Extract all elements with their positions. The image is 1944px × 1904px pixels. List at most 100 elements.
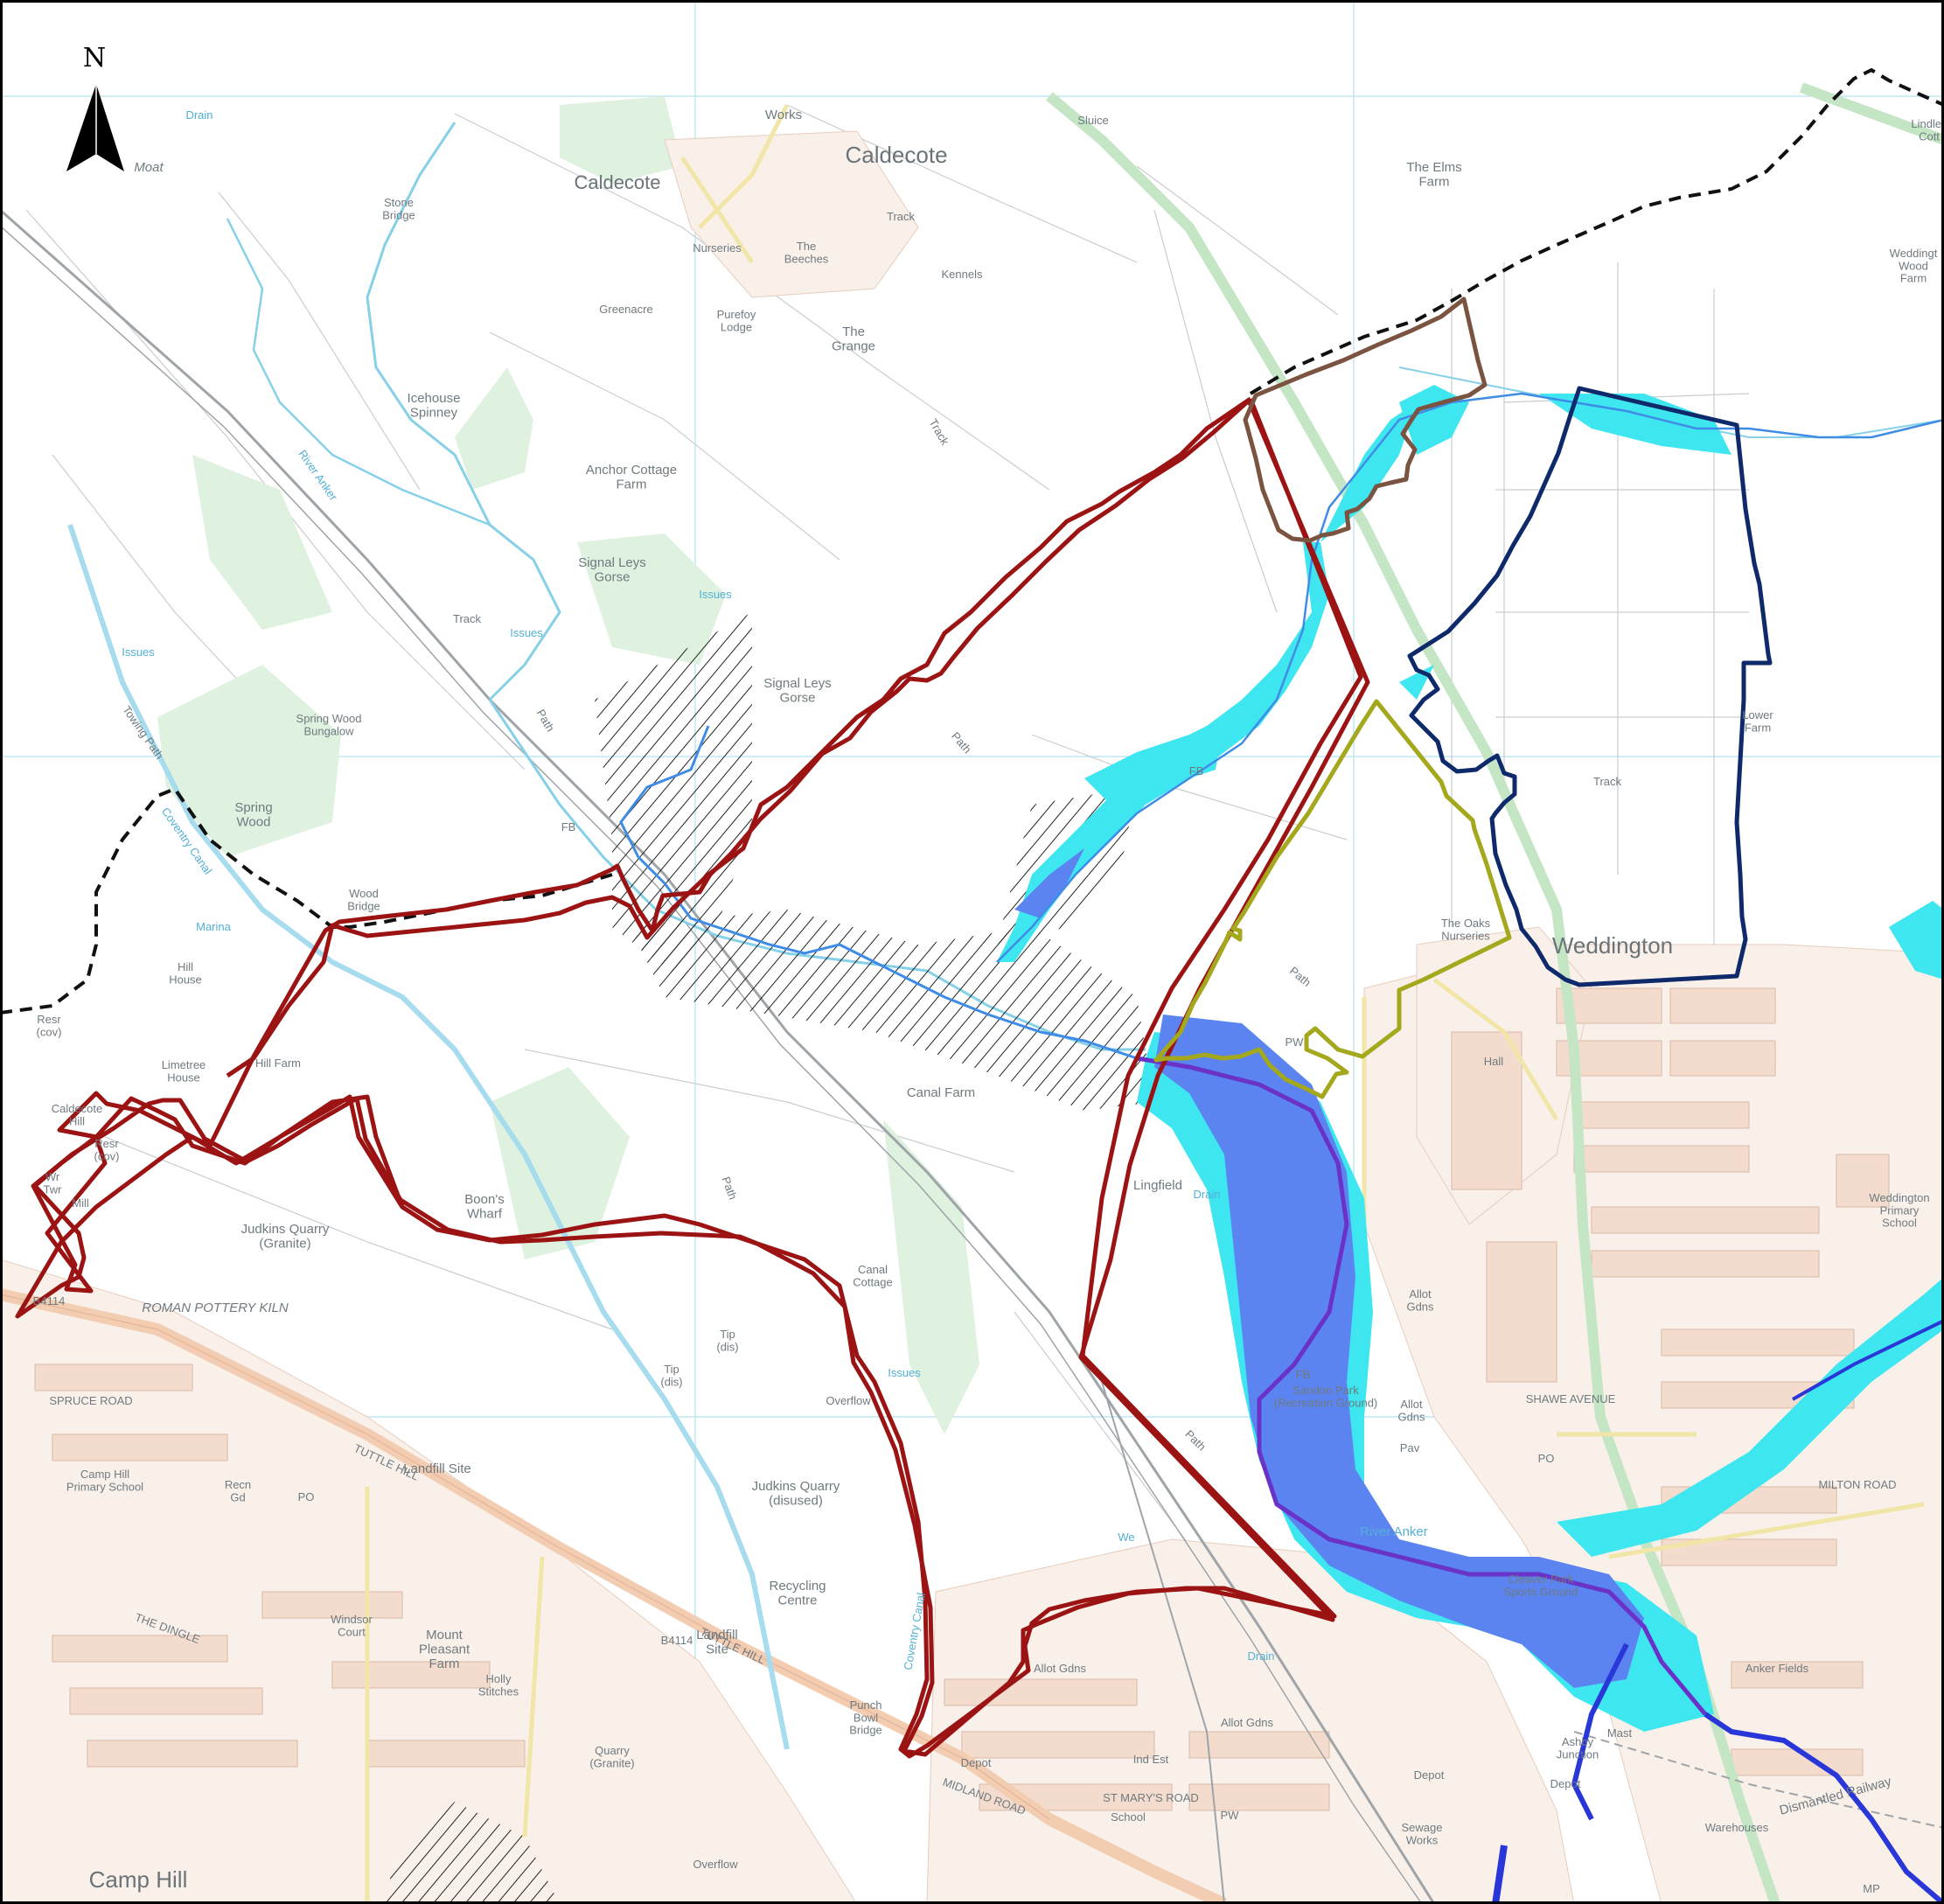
label-issues-2: Issues — [510, 626, 543, 639]
brown-site-polygon[interactable] — [1243, 296, 1488, 543]
a-road-green — [1046, 92, 1780, 1904]
flood-zone-3 — [1014, 848, 1644, 1688]
label-hall: Hall — [1484, 1055, 1504, 1068]
label-greenacre: Greenacre — [599, 303, 652, 316]
label-resr-cov-1: Resr(cov) — [37, 1013, 62, 1038]
label-drain-1: Drain — [1193, 1188, 1220, 1201]
label-roman-pottery-kiln: ROMAN POTTERY KILN — [142, 1301, 289, 1315]
label-caldecote-village: Caldecote — [845, 142, 947, 168]
a-road-north-east — [1799, 82, 1944, 145]
label-po-1: PO — [298, 1490, 315, 1503]
label-anker-fields: Anker Fields — [1745, 1662, 1809, 1675]
north-label: N — [83, 43, 106, 73]
label-quarry-granite: Quarry(Granite) — [589, 1744, 634, 1769]
label-b4114-2: B4114 — [661, 1634, 693, 1647]
label-sluice: Sluice — [1077, 114, 1108, 127]
label-camp-hill: Camp Hill — [89, 1866, 188, 1893]
label-shawe-avenue: SHAWE AVENUE — [1526, 1392, 1616, 1405]
label-fb-2: FB — [1296, 1368, 1311, 1381]
label-depot-2: Depot — [1414, 1768, 1445, 1782]
label-b4114-1: B4114 — [33, 1294, 66, 1308]
label-issues-3: Issues — [122, 645, 155, 659]
label-tip-dis-1: Tip(dis) — [716, 1328, 738, 1353]
label-mast: Mast — [1607, 1726, 1633, 1740]
drain-watercourse — [619, 725, 1138, 1060]
navy-site-polygon[interactable] — [1407, 386, 1773, 987]
label-drain-3: Drain — [185, 108, 213, 122]
label-hill-farm: Hill Farm — [255, 1057, 301, 1070]
label-canal-farm: Canal Farm — [907, 1085, 975, 1100]
label-resr-cov-2: Resr(cov) — [94, 1137, 120, 1162]
label-kennels: Kennels — [942, 268, 983, 281]
label-st-marys-road: ST MARY'S ROAD — [1103, 1791, 1199, 1804]
label-track-4: Track — [453, 612, 482, 625]
label-allot-gdns-4: Allot Gdns — [1221, 1716, 1273, 1729]
railways — [0, 208, 1944, 1904]
label-pav: Pav — [1400, 1441, 1420, 1454]
red-site-polygon[interactable] — [31, 398, 1370, 1757]
north-arrow-icon — [66, 84, 124, 171]
label-we: We — [1118, 1531, 1134, 1544]
roads — [0, 82, 1944, 1904]
label-landfill-site-1: Landfill Site — [403, 1461, 471, 1476]
label-pw-1: PW — [1286, 1036, 1305, 1049]
label-warehouses: Warehouses — [1705, 1821, 1769, 1834]
flood-channel — [1136, 1056, 1944, 1904]
label-depot-3: Depot — [961, 1756, 992, 1769]
label-milton-road: MILTON ROAD — [1818, 1478, 1896, 1491]
label-drain-2: Drain — [1247, 1649, 1274, 1663]
label-spruce-road: SPRUCE ROAD — [49, 1394, 132, 1407]
label-marina: Marina — [196, 920, 232, 933]
label-allot-gdns-3: Allot Gdns — [1034, 1662, 1086, 1675]
river-anker-west — [226, 218, 491, 527]
label-fb-1: FB — [561, 820, 576, 833]
hatched-areas — [385, 612, 1154, 1904]
label-depot-1: Depot — [1550, 1777, 1581, 1790]
road-edges — [0, 1294, 1050, 1820]
label-pw-2: PW — [1221, 1809, 1240, 1822]
label-judkins-quarry-granite: Judkins Quarry(Granite) — [241, 1222, 330, 1252]
label-track-1: Track — [887, 210, 916, 223]
label-fb-3: FB — [1189, 764, 1204, 778]
label-mill: Mill — [72, 1196, 89, 1210]
label-po-2: PO — [1538, 1452, 1555, 1465]
label-caldecote: Caldecote — [574, 171, 660, 193]
minor-roads — [365, 103, 1925, 1904]
label-issues-1: Issues — [699, 588, 732, 601]
label-overflow-2: Overflow — [693, 1858, 738, 1871]
label-nurseries: Nurseries — [693, 241, 742, 255]
label-sandon-park: Sandon Park(Recreation Ground) — [1274, 1384, 1378, 1409]
olive-site-polygon[interactable] — [1153, 699, 1512, 1099]
label-overflow-1: Overflow — [826, 1394, 871, 1407]
label-issues-4: Issues — [888, 1366, 921, 1379]
label-weddington: Weddington — [1552, 932, 1673, 959]
drain-watercourse-upper — [996, 392, 1944, 963]
